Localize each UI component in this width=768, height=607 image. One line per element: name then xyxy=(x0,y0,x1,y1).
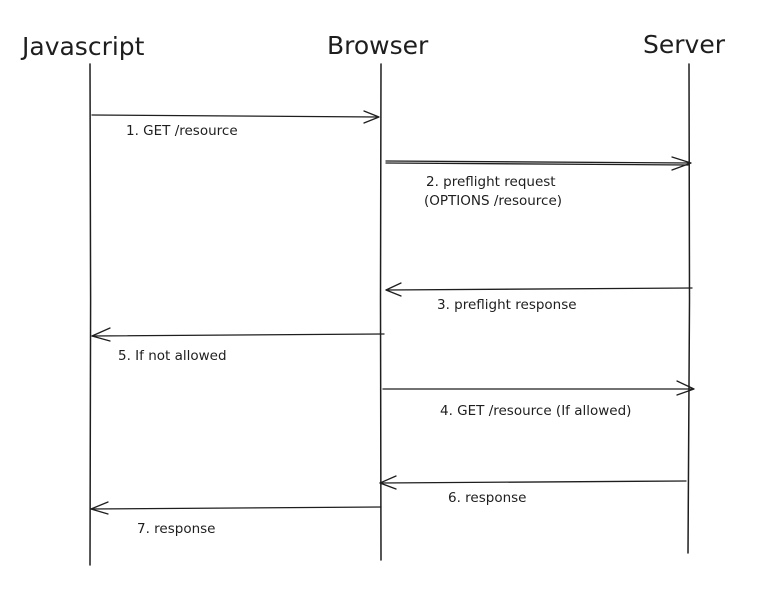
message-2-label-line-1: 2. preflight request xyxy=(426,174,556,190)
actor-server-label: Server xyxy=(643,30,726,59)
message-7-label-line: 7. response xyxy=(137,521,216,537)
lifeline-server xyxy=(687,63,691,554)
message-4-arrowhead xyxy=(676,380,695,396)
message-6-label: 6. response xyxy=(448,490,527,506)
message-6: 6. response xyxy=(379,475,687,506)
message-2: 2. preflight request (OPTIONS /resource) xyxy=(385,156,692,209)
actor-browser-label: Browser xyxy=(327,31,429,60)
message-1-label: 1. GET /resource xyxy=(126,123,238,139)
message-6-label-line: 6. response xyxy=(448,490,527,506)
message-2-arrow xyxy=(385,160,691,164)
message-5: 5. If not allowed xyxy=(91,327,385,364)
message-3-label-line: 3. preflight response xyxy=(437,297,577,313)
message-1-arrow xyxy=(91,114,379,118)
message-3: 3. preflight response xyxy=(385,282,693,313)
message-4: 4. GET /resource (If allowed) xyxy=(382,380,695,419)
message-1-label-line: 1. GET /resource xyxy=(126,123,238,139)
message-1-arrowhead xyxy=(363,110,380,124)
message-3-arrowhead xyxy=(385,282,402,297)
message-3-label: 3. preflight response xyxy=(437,297,577,313)
message-5-label: 5. If not allowed xyxy=(118,348,227,364)
message-6-arrow xyxy=(379,480,687,484)
message-4-label: 4. GET /resource (If allowed) xyxy=(440,403,631,419)
message-2-arrowhead xyxy=(671,156,692,171)
message-7: 7. response xyxy=(90,501,382,537)
message-5-arrow xyxy=(91,333,385,337)
message-5-label-line: 5. If not allowed xyxy=(118,348,227,364)
message-6-arrowhead xyxy=(379,475,397,490)
message-2-label: 2. preflight request (OPTIONS /resource) xyxy=(424,174,562,209)
lifeline-javascript xyxy=(89,63,92,566)
message-5-arrowhead xyxy=(91,327,111,342)
message-7-arrowhead xyxy=(90,501,109,515)
actor-javascript-label: Javascript xyxy=(20,32,145,61)
message-7-label: 7. response xyxy=(137,521,216,537)
message-7-arrow xyxy=(90,506,382,510)
message-4-label-line: 4. GET /resource (If allowed) xyxy=(440,403,631,419)
message-1: 1. GET /resource xyxy=(91,110,380,139)
lifeline-browser xyxy=(379,63,382,561)
message-3-arrow xyxy=(385,287,693,291)
message-2-label-line-2: (OPTIONS /resource) xyxy=(424,193,562,209)
